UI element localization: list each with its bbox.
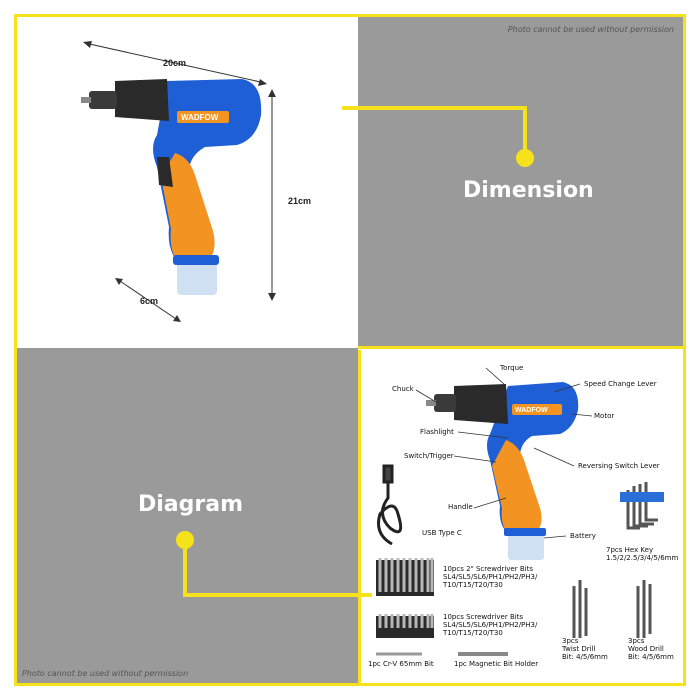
label-twist-drill: 3pcs Twist Drill Bit: 4/5/6mm — [562, 637, 608, 661]
label-crv-bit: 1pc Cr-V 65mm Bit — [368, 660, 434, 668]
drill-dimension-illustration: WADFOW — [81, 41, 276, 322]
label-speed-change-lever: Speed Change Lever — [584, 380, 657, 388]
usb-cable — [377, 464, 403, 546]
dimension-label-panel — [358, 17, 683, 348]
label-usb: USB Type C — [422, 529, 462, 537]
dimension-heading: Dimension — [463, 178, 594, 203]
svg-text:WADFOW: WADFOW — [515, 407, 548, 414]
label-battery: Battery — [570, 532, 596, 540]
wood-drill-bits — [636, 580, 652, 638]
yellow-frame — [14, 14, 686, 686]
label-torque: Torque — [500, 364, 524, 372]
label-flashlight: Flashlight — [420, 428, 454, 436]
bits-set — [376, 614, 434, 638]
label-bits: 10pcs Screwdriver Bits SL4/SL5/SL6/PH1/P… — [443, 613, 538, 637]
svg-text:WADFOW: WADFOW — [181, 113, 219, 122]
length-dimension: 20cm — [163, 58, 187, 68]
permission-notice-top: Photo cannot be used without permission — [507, 25, 674, 34]
permission-notice-bottom: Photo cannot be used without permission — [22, 669, 189, 678]
label-bit-holder: 1pc Magnetic Bit Holder — [454, 660, 539, 668]
hex-key-set — [620, 482, 664, 530]
height-dimension: 21cm — [288, 196, 312, 206]
label-reversing-switch-lever: Reversing Switch Lever — [578, 462, 660, 470]
divider-vertical — [358, 350, 361, 683]
label-motor: Motor — [594, 412, 615, 420]
label-handle: Handle — [448, 503, 473, 511]
drill-image: WADFOW — [81, 79, 262, 295]
label-bits-2in: 10pcs 2" Screwdriver Bits SL4/SL5/SL6/PH… — [443, 565, 538, 589]
twist-drill-bits — [572, 580, 588, 638]
label-hex-key: 7pcs Hex Key 1.5/2/2.5/3/4/5/6mm — [606, 546, 679, 562]
bits-2in-set — [376, 558, 434, 596]
width-dimension: 6cm — [140, 296, 159, 306]
diagram-label-panel — [17, 348, 358, 683]
divider-horizontal — [358, 346, 683, 349]
label-switch-trigger: Switch/Trigger — [404, 452, 454, 460]
drill-diagram-illustration: WADFOW — [376, 367, 664, 656]
label-chuck: Chuck — [392, 385, 414, 393]
diagram-heading: Diagram — [138, 492, 244, 517]
label-wood-drill: 3pcs Wood Drill Bit: 4/5/6mm — [628, 637, 674, 661]
